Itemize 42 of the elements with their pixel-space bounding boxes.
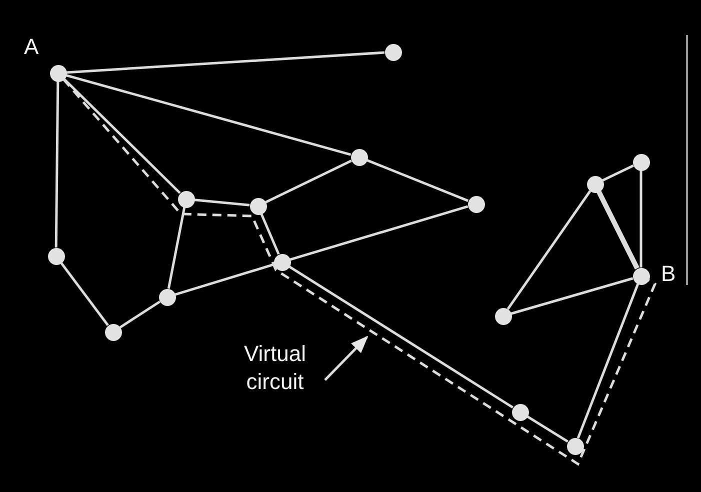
link-line: [526, 415, 568, 443]
callout-text: Virtual circuit: [220, 340, 330, 396]
link-line: [290, 205, 468, 261]
link-line: [54, 81, 60, 248]
network-node: [632, 154, 650, 170]
link-line: [640, 170, 642, 268]
link-line: [119, 300, 161, 328]
network-node: [250, 198, 266, 214]
link-line: [167, 207, 186, 289]
network-node: [50, 64, 66, 82]
link-line: [194, 198, 250, 206]
link-line: [602, 164, 634, 182]
link-line: [63, 78, 181, 194]
link-line: [366, 159, 469, 202]
network-node: [274, 254, 290, 270]
link-line: [66, 74, 352, 156]
link-line: [596, 190, 640, 270]
network-node: [632, 268, 650, 284]
link-line: [288, 265, 514, 409]
link-line: [576, 283, 640, 439]
link-line: [506, 190, 592, 310]
network-node: [158, 288, 176, 306]
network-node: [566, 438, 584, 454]
node-label: A: [24, 33, 39, 61]
network-node: [512, 404, 528, 420]
leader-line: [324, 336, 368, 381]
network-node: [468, 196, 484, 212]
network-node: [586, 176, 604, 192]
link-line: [66, 51, 385, 74]
link-line: [510, 277, 634, 315]
network-node: [104, 324, 122, 340]
network-node: [350, 148, 368, 166]
node-label: B: [661, 260, 676, 288]
link-line: [60, 262, 109, 326]
link-line: [174, 263, 274, 296]
virtual-circuit-path: [62, 78, 657, 466]
network-node: [494, 308, 512, 324]
network-node: [178, 190, 194, 208]
network-node: [384, 44, 402, 60]
link-line: [265, 160, 352, 204]
network-node: [48, 248, 64, 264]
link-line: [260, 213, 280, 255]
